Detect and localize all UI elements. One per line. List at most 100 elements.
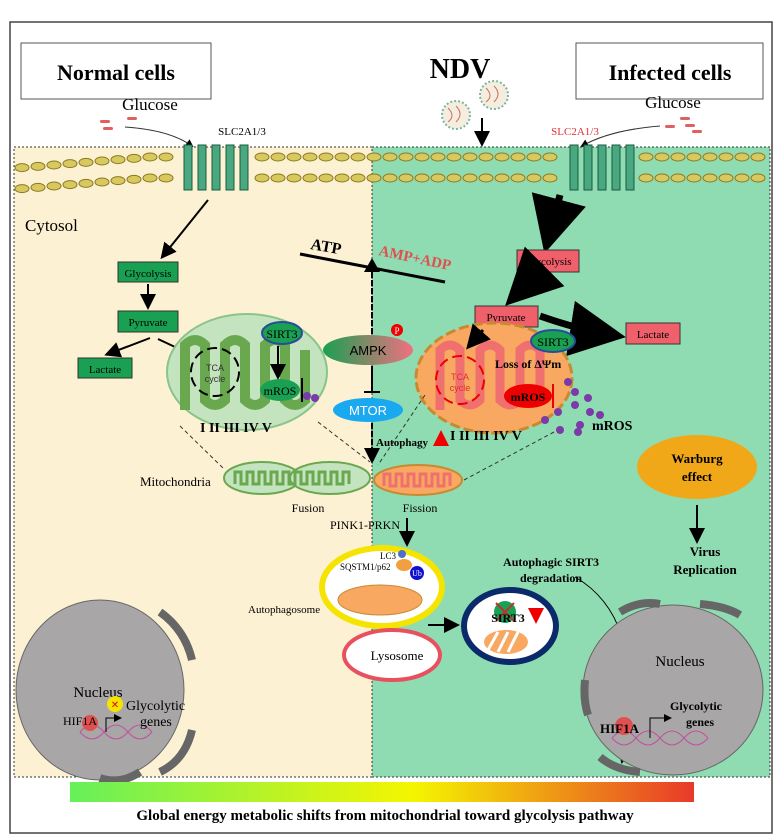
sirt3-label-right: SIRT3 (537, 335, 568, 349)
phosphorylation-icon (391, 324, 403, 336)
lipid-head (302, 173, 318, 183)
mros-particles (541, 378, 604, 436)
lipid-head (462, 152, 478, 162)
glucose-label-left: Glucose (122, 95, 178, 114)
mros-dot (564, 378, 572, 386)
mros-dot (541, 416, 549, 424)
hif1a-icon-right (615, 717, 633, 735)
lipid-head (142, 173, 158, 183)
nucleus-right (580, 599, 764, 776)
pyruvate-to-tca-arrow-right (466, 323, 491, 350)
lipid-head (398, 173, 414, 183)
glycolysis-label-left: Glycolysis (124, 268, 171, 280)
engulfed-mitochondrion (337, 584, 423, 616)
lipid-head (110, 176, 126, 186)
genes-label-right: Glycolytic (670, 699, 723, 713)
glucose-label-right: Glucose (645, 93, 701, 112)
lipid-head (654, 152, 670, 162)
warburg-label-2: effect (682, 469, 713, 484)
lipid-head (382, 152, 398, 162)
lipid-head (638, 152, 654, 162)
lipid-head (350, 152, 366, 162)
etc-complexes-left: I II III IV V (200, 421, 272, 436)
lipid-head (254, 152, 270, 162)
lipid-head (286, 173, 302, 183)
virus-replication-label: Virus (690, 544, 721, 559)
lipid-head (142, 152, 158, 162)
lipid-head (30, 182, 46, 192)
mros-dot (576, 421, 584, 429)
lipid-head (526, 152, 542, 162)
mros-dot (556, 426, 564, 434)
lipid-head (494, 152, 510, 162)
degradation-label: Autophagic SIRT3 (503, 555, 599, 569)
zoom-line (317, 421, 371, 463)
lysosome-label: Lysosome (371, 648, 424, 663)
lactate-box-right (625, 322, 681, 345)
mtor-label: MTOR (349, 403, 387, 418)
lipid-head (542, 152, 558, 162)
lactate-label-left: Lactate (89, 364, 121, 376)
zoom-line (377, 394, 426, 466)
lipid-head (126, 174, 142, 184)
lipid-head (526, 173, 542, 183)
tca-label-right-2: cycle (450, 383, 471, 393)
plasma-membrane (14, 152, 766, 194)
lipid-head (702, 173, 718, 183)
ub-label: Ub (412, 569, 422, 578)
lactate-label-right: Lactate (637, 329, 669, 341)
lipid-head (382, 173, 398, 183)
mros-dot (571, 401, 579, 409)
sqstm1-icon (396, 559, 412, 571)
mros-dot (554, 408, 562, 416)
glycolysis-box-left (117, 261, 179, 283)
tca-cycle-icon-right (435, 355, 485, 405)
virion-icon (441, 100, 471, 130)
lipid-head (366, 152, 382, 162)
lipid-head (334, 152, 350, 162)
pyruvate-box-left (117, 310, 179, 333)
nucleus-left (15, 599, 196, 785)
loss-of-membrane-potential: Loss of ΔΨm (495, 357, 561, 371)
tca-label-left-2: cycle (205, 374, 226, 384)
metabolic-shift-gradient-bar (70, 782, 694, 802)
mros-infected (504, 384, 552, 408)
glucose-molecules-right (665, 117, 702, 133)
mros-release-label: mROS (592, 419, 633, 434)
lipid-head (158, 152, 174, 162)
zoom-line (463, 431, 555, 481)
phospho-label: P (394, 326, 399, 336)
lipid-head (30, 161, 46, 171)
lipid-head (686, 152, 702, 162)
ampk-label: AMPK (350, 343, 387, 358)
glycolysis-to-pyruvate-arrow-right (505, 246, 565, 306)
lipid-head (510, 152, 526, 162)
lipid-head (734, 152, 750, 162)
mitochondria-label: Mitochondria (140, 474, 211, 489)
lipid-head (494, 173, 510, 183)
mros-normal (260, 379, 300, 401)
infected-cells-title: Infected cells (609, 60, 732, 85)
transcription-arrow-left (105, 714, 122, 732)
glycolysis-label-right: Glycolysis (524, 256, 571, 268)
hif1a-label-left: HIF1A (63, 714, 97, 728)
lactate-box-left (77, 357, 133, 379)
lipid-head (350, 173, 366, 183)
lc3-icon (398, 550, 406, 558)
mros-dot (303, 392, 311, 400)
hif1a-icon-left (82, 715, 98, 731)
lipid-head (430, 173, 446, 183)
lipid-head (734, 173, 750, 183)
lipid-head (62, 180, 78, 190)
transporter-label-left: SLC2A1/3 (218, 126, 266, 138)
autophagosome-label: Autophagosome (248, 604, 320, 616)
lipid-head (254, 173, 270, 183)
tca-label-right: TCA (451, 372, 469, 382)
lipid-head (654, 173, 670, 183)
cytosol-label: Cytosol (25, 216, 78, 235)
lipid-head (478, 152, 494, 162)
lipid-head (14, 184, 30, 194)
glucose-molecules-left (100, 117, 137, 130)
virion-icon (479, 80, 509, 110)
lc3-label: LC3 (380, 551, 397, 561)
